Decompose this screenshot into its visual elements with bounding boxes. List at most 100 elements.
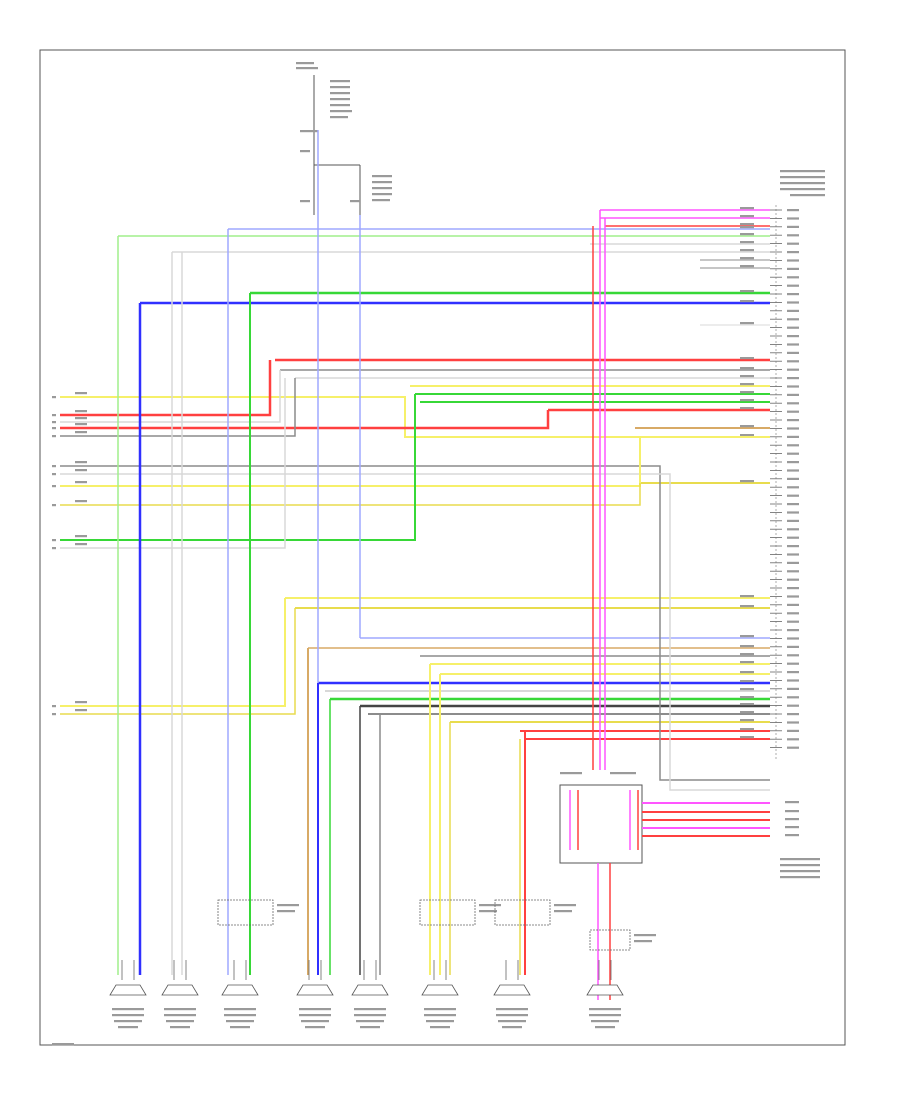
speaker-label-text <box>498 1020 526 1023</box>
wire-color-label <box>740 605 754 608</box>
pin-label <box>787 368 799 371</box>
pin-label <box>787 654 799 657</box>
wire-color-label <box>740 480 754 483</box>
fuse-label-text <box>372 187 392 190</box>
speaker-label-text <box>226 1020 254 1023</box>
wire-color-label <box>740 226 754 229</box>
fuse-label-text <box>372 175 392 178</box>
speaker-label-text <box>305 1026 325 1029</box>
wire-color-label <box>740 399 754 402</box>
speaker-8 <box>586 984 624 996</box>
pin-label <box>787 335 799 338</box>
audio-unit-label-text <box>780 176 825 179</box>
speaker-label-text <box>430 1026 450 1029</box>
wire-color-label <box>740 425 754 428</box>
pin-label <box>787 326 799 329</box>
amp-output-pin-label <box>785 834 799 837</box>
speaker-3 <box>221 984 259 996</box>
input-wire <box>60 396 770 438</box>
fuse-label-text <box>330 104 350 107</box>
input-pin-label <box>52 713 56 716</box>
pin-label <box>787 687 799 690</box>
inline-connector <box>589 929 631 951</box>
amplifier-label <box>560 772 582 775</box>
input-wire-label <box>75 431 87 434</box>
speaker-2 <box>161 984 199 996</box>
input-wire <box>60 360 272 417</box>
pin-label <box>787 234 799 237</box>
pin-label <box>787 225 799 228</box>
pin-label <box>787 318 799 321</box>
fuse-label-text <box>296 62 314 65</box>
wire-color-label <box>740 290 754 293</box>
pin-label <box>787 595 799 598</box>
input-wire-label <box>75 535 87 538</box>
pin-label <box>787 578 799 581</box>
wire-color-label <box>740 434 754 437</box>
input-wire-label <box>75 423 87 426</box>
inline-connector-label <box>554 904 576 907</box>
speaker-label-text <box>164 1008 196 1011</box>
input-wire <box>60 483 641 506</box>
pin-label <box>787 545 799 548</box>
speaker-label-text <box>426 1020 454 1023</box>
pin-label <box>787 671 799 674</box>
pin-label <box>787 209 799 212</box>
pin-label <box>787 469 799 472</box>
wire-color-label <box>740 645 754 648</box>
fuse-label-text <box>330 110 352 113</box>
wire-color-label <box>740 653 754 656</box>
pin-label <box>787 620 799 623</box>
amp-label-text <box>780 876 820 879</box>
wire-color-label <box>740 249 754 252</box>
wire-color-label <box>740 635 754 638</box>
pin-label <box>787 704 799 707</box>
input-pin-label <box>52 465 56 468</box>
pin-label <box>787 293 799 296</box>
input-pin-label <box>52 705 56 708</box>
wire-color-label <box>740 688 754 691</box>
speaker-label-text <box>595 1026 615 1029</box>
speaker-label-text <box>301 1020 329 1023</box>
audio-unit-label-text <box>780 188 825 191</box>
input-wire-label <box>75 469 87 472</box>
pin-label <box>787 410 799 413</box>
speaker-label-text <box>299 1014 331 1017</box>
input-wire-label <box>75 481 87 484</box>
fuse-label-text <box>372 193 392 196</box>
input-pin-label <box>52 539 56 542</box>
wire-color-label <box>740 391 754 394</box>
pin-label <box>787 713 799 716</box>
speaker-label-text <box>118 1026 138 1029</box>
amp-output-pin-label <box>785 801 799 804</box>
wire-color-label <box>740 728 754 731</box>
pin-label <box>787 511 799 514</box>
speaker-label-text <box>354 1008 386 1011</box>
input-wire <box>60 394 416 541</box>
diagram-frame <box>39 49 846 1046</box>
input-pin-label <box>52 547 56 550</box>
pin-label <box>787 738 799 741</box>
wire-color-label <box>740 375 754 378</box>
audio-unit-label-text <box>780 182 825 185</box>
fuse-label-text <box>330 98 350 101</box>
input-wire <box>60 378 296 437</box>
wire-color-label <box>740 696 754 699</box>
inline-connector-label <box>634 934 656 937</box>
speaker-label-text <box>224 1008 256 1011</box>
pin-label <box>787 746 799 749</box>
input-wire <box>60 378 286 549</box>
pin-label <box>787 427 799 430</box>
speaker-label-text <box>114 1020 142 1023</box>
fuse-label-text <box>330 80 350 83</box>
pin-label <box>787 461 799 464</box>
pin-label <box>787 587 799 590</box>
pin-label <box>787 393 799 396</box>
speaker-label-text <box>589 1014 621 1017</box>
speaker-label-text <box>170 1026 190 1029</box>
speaker-1 <box>109 984 147 996</box>
wire-color-label <box>740 257 754 260</box>
pin-label <box>787 612 799 615</box>
input-wire-label <box>75 410 87 413</box>
